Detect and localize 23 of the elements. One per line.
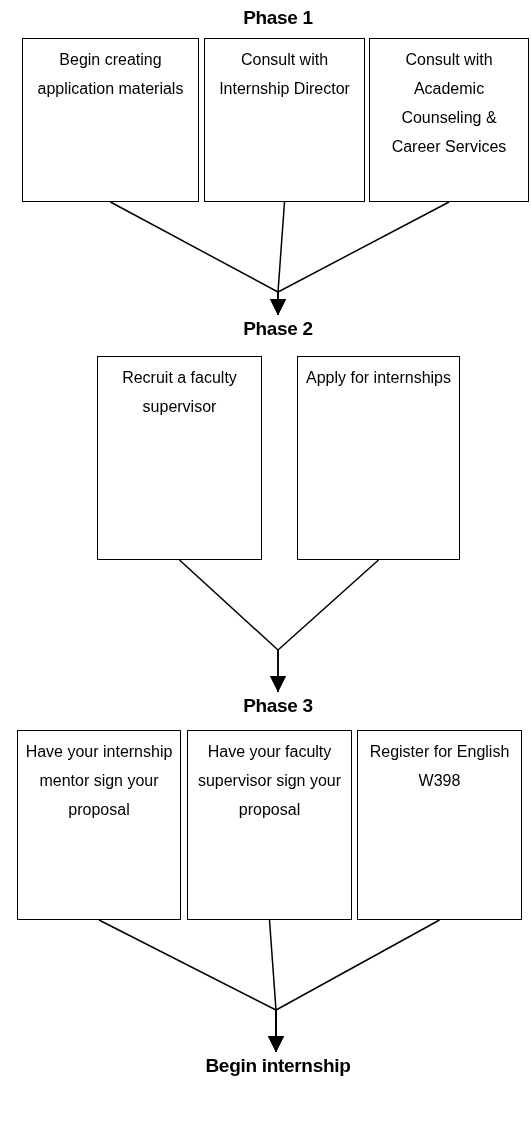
arrow xyxy=(268,919,441,1053)
step-text: Recruit a faculty supervisor xyxy=(121,368,238,417)
process-box xyxy=(22,38,199,202)
phase-heading: Phase 1 xyxy=(242,6,314,30)
step-text: Have your faculty supervisor sign your proposal xyxy=(196,742,343,820)
step-text: Consult with Internship Director xyxy=(218,50,351,99)
step-text: Register for English W398 xyxy=(368,742,511,791)
process-box xyxy=(297,356,460,560)
step-text: Apply for internships xyxy=(305,368,452,388)
arrow xyxy=(270,201,450,316)
phase-heading: Phase 3 xyxy=(242,694,314,718)
phase-heading: Phase 2 xyxy=(242,317,314,341)
process-box xyxy=(97,356,262,560)
step-text: Have your internship mentor sign your proposal xyxy=(24,742,174,820)
process-box xyxy=(357,730,522,920)
process-box xyxy=(187,730,352,920)
process-box xyxy=(17,730,181,920)
arrow xyxy=(270,559,380,693)
step-text: Begin creating application materials xyxy=(36,50,185,99)
step-text: Consult with Academic Counseling & Career Services xyxy=(390,50,508,157)
process-box xyxy=(369,38,529,202)
process-box xyxy=(204,38,365,202)
phase-heading: Begin internship xyxy=(204,1054,352,1078)
